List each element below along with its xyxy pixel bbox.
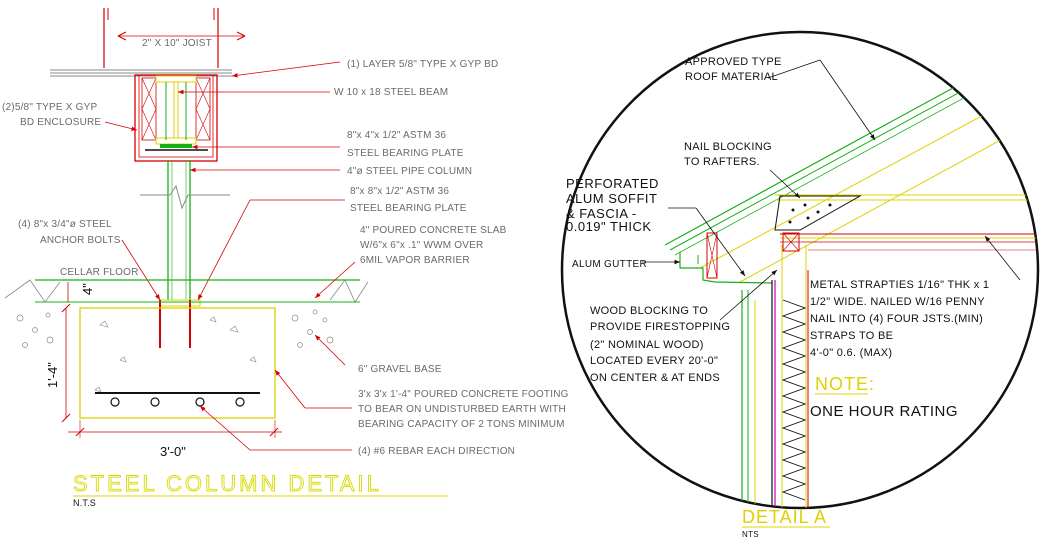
detail-a-scale: NTS bbox=[742, 530, 759, 539]
concrete-texture bbox=[94, 316, 257, 393]
nail-blocking-label-2: TO RAFTERS. bbox=[684, 156, 760, 168]
gyp-layer-label: (1) LAYER 5/8" TYPE X GYP BD bbox=[347, 59, 498, 70]
bearing-plate-bot-2: STEEL BEARING PLATE bbox=[350, 203, 467, 214]
straps-label-2: 1/2" WIDE. NAILED W/16 PENNY bbox=[810, 296, 985, 308]
note-title: NOTE: bbox=[815, 374, 875, 394]
straps-label-3: NAIL INTO (4) FOUR JSTS.(MIN) bbox=[810, 313, 983, 325]
bearing-plate-top-2: STEEL BEARING PLATE bbox=[347, 148, 464, 159]
rebar-label: (4) #6 REBAR EACH DIRECTION bbox=[358, 446, 515, 457]
footing-label-2: TO BEAR ON UNDISTURBED EARTH WITH bbox=[358, 404, 566, 415]
soffit-label-3: & FASCIA - bbox=[566, 206, 637, 221]
straps-label-4: STRAPS TO BE bbox=[810, 330, 893, 342]
straps-label-1: METAL STRAPTIES 1/16" THK x 1 bbox=[810, 279, 989, 291]
gutter-label: ALUM GUTTER bbox=[572, 259, 647, 270]
gyp-enclosure-label-2: BD ENCLOSURE bbox=[20, 117, 101, 128]
soffit-label-4: 0.019" THICK bbox=[566, 219, 652, 234]
joist-label: 2" X 10" JOIST bbox=[142, 38, 212, 49]
detail-circle bbox=[560, 30, 1040, 510]
slab-label-3: 6MIL VAPOR BARRIER bbox=[360, 255, 470, 266]
wood-blocking-label-4: LOCATED EVERY 20'-0" bbox=[590, 355, 718, 367]
footing-height-dim: 1'-4" bbox=[45, 362, 60, 388]
slab-thickness-dim: 4" bbox=[80, 283, 95, 295]
footing-label-1: 3'x 3'x 1'-4" POURED CONCRETE FOOTING bbox=[358, 389, 569, 400]
slab-label-1: 4" POURED CONCRETE SLAB bbox=[360, 225, 507, 236]
steel-column-detail: 2" X 10" JOIST (1) LAYER 5/8" TYPE X GYP… bbox=[2, 8, 569, 508]
steel-column-title: STEEL COLUMN DETAIL bbox=[73, 471, 382, 496]
detail-a-title: DETAIL A bbox=[742, 507, 827, 527]
cellar-floor-label: CELLAR FLOOR bbox=[60, 267, 139, 278]
bearing-plate-bot-1: 8"x 8"x 1/2" ASTM 36 bbox=[350, 186, 449, 197]
wood-blocking-label-1: WOOD BLOCKING TO bbox=[590, 305, 708, 317]
roof-material-label-1: APPROVED TYPE bbox=[685, 56, 782, 68]
detail-a: APPROVED TYPE ROOF MATERIAL NAIL BLOCKIN… bbox=[560, 30, 1040, 539]
gyp-enclosure-label-1: (2)5/8" TYPE X GYP bbox=[2, 102, 97, 113]
roof-material-label-2: ROOF MATERIAL bbox=[685, 71, 778, 83]
wood-blocking-label-2: PROVIDE FIRESTOPPING bbox=[590, 321, 730, 333]
slab-label-2: W/6"x 6"x .1" WWM OVER bbox=[360, 240, 483, 251]
footing-label-3: BEARING CAPACITY OF 2 TONS MINIMUM bbox=[358, 419, 565, 430]
note-text: ONE HOUR RATING bbox=[810, 403, 958, 420]
nail-blocking-label-1: NAIL BLOCKING bbox=[684, 141, 772, 153]
anchor-bolts-label-1: (4) 8"x 3/4"ø STEEL bbox=[18, 219, 112, 230]
steel-beam-label: W 10 x 18 STEEL BEAM bbox=[334, 87, 448, 98]
steel-column-scale: N.T.S bbox=[73, 498, 96, 508]
gravel-texture bbox=[16, 309, 334, 348]
soffit-label-2: ALUM SOFFIT bbox=[566, 191, 657, 206]
gravel-label: 6" GRAVEL BASE bbox=[358, 364, 442, 375]
pipe-column-label: 4"ø STEEL PIPE COLUMN bbox=[347, 166, 472, 177]
bearing-plate-top-1: 8"x 4"x 1/2" ASTM 36 bbox=[347, 130, 446, 141]
wood-blocking-label-5: ON CENTER & AT ENDS bbox=[590, 372, 720, 384]
footing-width-dim: 3'-0" bbox=[160, 444, 186, 459]
soffit-label-1: PERFORATED bbox=[566, 176, 659, 191]
straps-label-5: 4'-0" 0.6. (MAX) bbox=[810, 347, 892, 359]
wood-blocking-label-3: (2" NOMINAL WOOD) bbox=[590, 339, 704, 351]
anchor-bolts-label-2: ANCHOR BOLTS bbox=[40, 235, 121, 246]
